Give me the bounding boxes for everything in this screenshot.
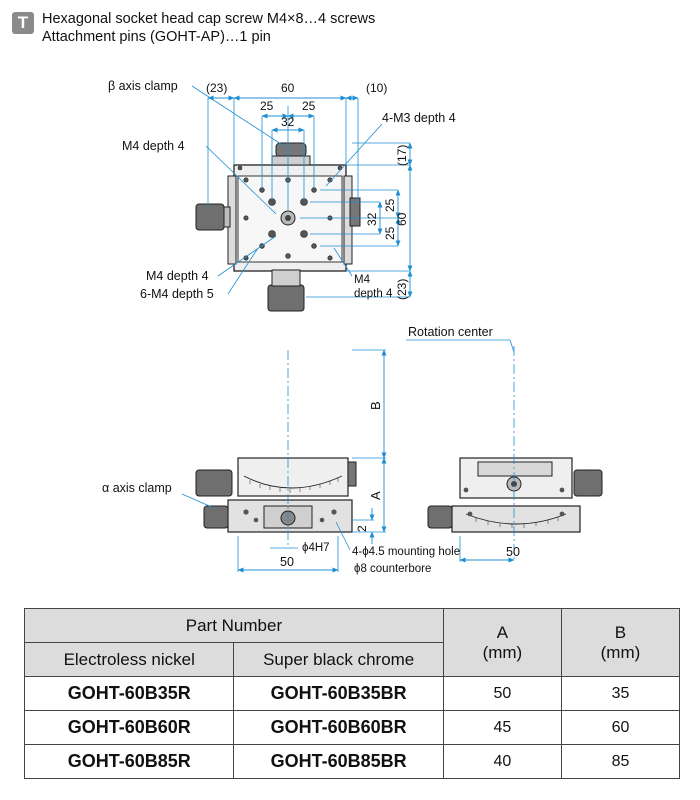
table-header-row: Part Number A (mm) B (mm) bbox=[24, 608, 681, 677]
accessory-pins: Attachment pins (GOHT-AP)…1 pin bbox=[42, 29, 271, 45]
side-clamp[interactable] bbox=[427, 505, 453, 529]
dim-left-23: (23) bbox=[206, 81, 227, 95]
col-b-unit: (mm) bbox=[600, 642, 641, 662]
dim-side-25b: 25 bbox=[383, 226, 397, 240]
counterbore-label: ϕ8 counterbore bbox=[354, 563, 431, 575]
part-number-header: Part Number bbox=[24, 608, 444, 643]
dim-bot-2: 2 bbox=[355, 525, 369, 532]
dim-side-17: (17) bbox=[395, 145, 409, 166]
col-a-unit: (mm) bbox=[482, 642, 523, 662]
dim-side-25a: 25 bbox=[383, 198, 397, 212]
m4-depth5-label: 6-M4 depth 5 bbox=[140, 287, 214, 301]
table-row: GOHT-60B60R GOHT-60B60BR 45 60 bbox=[23, 710, 681, 745]
dim-side-60: 60 bbox=[395, 212, 409, 226]
top-view: β axis clamp (23) 60 (10) 25 25 32 4-M3 … bbox=[108, 79, 456, 312]
alpha-clamp-label: α axis clamp bbox=[102, 481, 172, 495]
black-chrome-header: Super black chrome bbox=[233, 642, 444, 677]
value-a: 40 bbox=[442, 744, 562, 779]
rotation-center-label: Rotation center bbox=[408, 325, 493, 339]
dim-25-right: 25 bbox=[302, 99, 316, 113]
depth4-side-label: depth 4 bbox=[354, 288, 393, 300]
m4-side-label: M4 bbox=[354, 274, 371, 286]
alpha-clamp-knob[interactable] bbox=[203, 505, 229, 529]
beta-clamp-label: β axis clamp bbox=[108, 79, 178, 93]
part-nickel: GOHT-60B35R bbox=[23, 676, 235, 711]
col-a-label: A bbox=[496, 622, 509, 642]
accessory-screws: Hexagonal socket head cap screw M4×8…4 s… bbox=[42, 11, 376, 27]
tool-icon: T bbox=[12, 12, 34, 34]
dim-top-60: 60 bbox=[281, 81, 295, 95]
table-row: GOHT-60B35R GOHT-60B35BR 50 35 bbox=[23, 676, 681, 711]
part-black: GOHT-60B60BR bbox=[233, 710, 444, 745]
col-b-header: B (mm) bbox=[560, 608, 681, 677]
dim-bot-50a: 50 bbox=[280, 555, 294, 569]
beta-clamp-knob[interactable] bbox=[275, 142, 307, 158]
front-upper-stage bbox=[237, 457, 349, 497]
dim-right-10: (10) bbox=[366, 81, 387, 95]
part-black: GOHT-60B35BR bbox=[233, 676, 444, 711]
value-a: 45 bbox=[442, 710, 562, 745]
m4-depth4-label-a: M4 depth 4 bbox=[122, 139, 185, 153]
part-nickel: GOHT-60B60R bbox=[23, 710, 235, 745]
dim-25-left: 25 bbox=[260, 99, 274, 113]
side-micrometer[interactable] bbox=[573, 469, 603, 497]
col-b-label: B bbox=[614, 622, 627, 642]
accessory-list: Hexagonal socket head cap screw M4×8…4 s… bbox=[42, 10, 502, 46]
left-micrometer[interactable] bbox=[195, 203, 225, 231]
dim-32: 32 bbox=[281, 115, 295, 129]
technical-drawing: β axis clamp (23) 60 (10) 25 25 32 4-M3 … bbox=[102, 79, 603, 575]
value-b: 35 bbox=[560, 676, 681, 711]
col-a-header: A (mm) bbox=[442, 608, 562, 677]
phi4h7-label: ϕ4H7 bbox=[302, 542, 330, 554]
dim-b: B bbox=[368, 401, 383, 410]
part-black: GOHT-60B85BR bbox=[233, 744, 444, 779]
dim-bot-50b: 50 bbox=[506, 545, 520, 559]
side-base bbox=[451, 505, 581, 533]
side-view: Rotation center 50 bbox=[406, 325, 603, 563]
mounting-hole-label: 4-ϕ4.5 mounting hole bbox=[352, 546, 460, 558]
electroless-header: Electroless nickel bbox=[23, 642, 235, 677]
dim-side-23: (23) bbox=[395, 279, 409, 300]
table-row: GOHT-60B85R GOHT-60B85BR 40 85 bbox=[23, 744, 681, 779]
table-subheader-row: Electroless nickel Super black chrome bbox=[23, 642, 680, 677]
front-view: α axis clamp B A 2 ϕ4H7 4-ϕ4.5 mounting … bbox=[102, 349, 460, 575]
m4-depth4-label-b: M4 depth 4 bbox=[146, 269, 209, 283]
value-b: 60 bbox=[560, 710, 681, 745]
bottom-micrometer[interactable] bbox=[267, 284, 305, 312]
value-b: 85 bbox=[560, 744, 681, 779]
part-nickel: GOHT-60B85R bbox=[23, 744, 235, 779]
part-number-table: Part Number A (mm) B (mm) Electroless ni… bbox=[23, 608, 681, 779]
dim-side-32: 32 bbox=[365, 212, 379, 226]
front-micrometer[interactable] bbox=[195, 469, 233, 497]
m3-depth4-label: 4-M3 depth 4 bbox=[382, 111, 456, 125]
value-a: 50 bbox=[442, 676, 562, 711]
dim-a: A bbox=[368, 491, 383, 500]
